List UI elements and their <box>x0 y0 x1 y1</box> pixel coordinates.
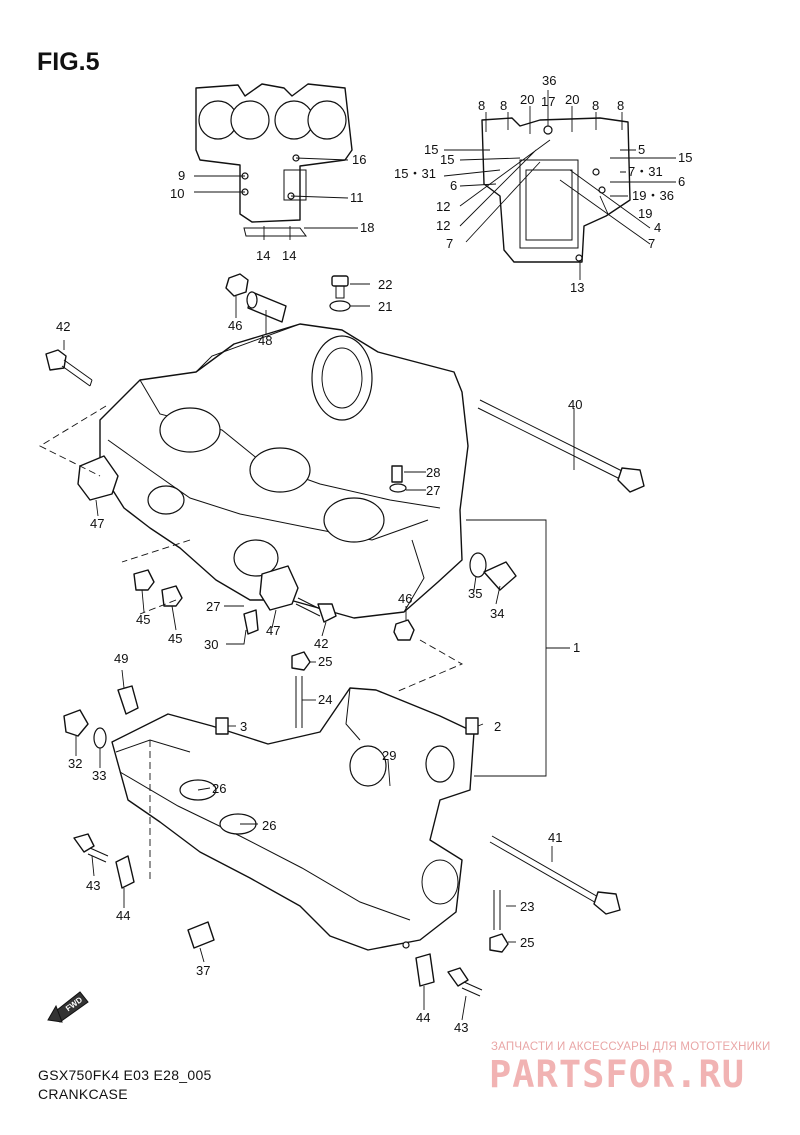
callout-c23: 23 <box>520 899 534 914</box>
callout-c8b: 8 <box>500 98 507 113</box>
callout-c8c: 8 <box>592 98 599 113</box>
callout-c47a: 47 <box>90 516 104 531</box>
callout-c6b: 6 <box>678 174 685 189</box>
callout-c27a: 27 <box>426 483 440 498</box>
callout-c48: 48 <box>258 333 272 348</box>
callout-c8a: 8 <box>478 98 485 113</box>
callout-c19-36: 19・36 <box>632 188 674 203</box>
callout-c47b: 47 <box>266 623 280 638</box>
callout-c7b: 7 <box>648 236 655 251</box>
callout-c25b: 25 <box>520 935 534 950</box>
callout-c29: 29 <box>382 748 396 763</box>
callout-c36: 36 <box>542 73 556 88</box>
model-code: GSX750FK4 E03 E28_005 <box>38 1067 212 1083</box>
callout-c20b: 20 <box>565 92 579 107</box>
upper-case-top-view <box>195 83 353 237</box>
callout-c7a: 7 <box>446 236 453 251</box>
callout-c45a: 45 <box>136 612 150 627</box>
callout-c14b: 14 <box>282 248 296 263</box>
callout-c12b: 12 <box>436 218 450 233</box>
callout-c26a: 26 <box>212 781 226 796</box>
callout-c27b: 27 <box>206 599 220 614</box>
callout-c44b: 44 <box>416 1010 430 1025</box>
lower-case-bottom-view <box>481 117 631 263</box>
callout-c11: 11 <box>350 190 364 205</box>
callout-c15c: 15 <box>678 150 692 165</box>
diagram-caption: CRANKCASE <box>38 1086 128 1102</box>
callout-c15-31: 15・31 <box>394 166 436 181</box>
callout-c32: 32 <box>68 756 82 771</box>
callout-c43a: 43 <box>86 878 100 893</box>
callout-labels: 36 8 8 20 17 20 8 8 15 5 15 15 15・31 7・3… <box>56 73 692 1035</box>
callout-c46a: 46 <box>228 318 242 333</box>
callout-c40: 40 <box>568 397 582 412</box>
callout-c41: 41 <box>548 830 562 845</box>
callout-c44a: 44 <box>116 908 130 923</box>
callout-c42a: 42 <box>56 319 70 334</box>
callout-c10: 10 <box>170 186 184 201</box>
callout-c25a: 25 <box>318 654 332 669</box>
callout-c1: 1 <box>573 640 580 655</box>
loose-parts <box>45 273 645 997</box>
callout-c4: 4 <box>654 220 661 235</box>
callout-c49: 49 <box>114 651 128 666</box>
callout-c17: 17 <box>541 94 555 109</box>
callout-c15b: 15 <box>440 152 454 167</box>
callout-c14a: 14 <box>256 248 270 263</box>
callout-c12a: 12 <box>436 199 450 214</box>
callout-c21: 21 <box>378 299 392 314</box>
callout-c45b: 45 <box>168 631 182 646</box>
callout-c35: 35 <box>468 586 482 601</box>
callout-c18: 18 <box>360 220 374 235</box>
callout-c2: 2 <box>494 719 501 734</box>
callout-c15a: 15 <box>424 142 438 157</box>
figure-title: FIG.5 <box>37 48 100 76</box>
callout-c33: 33 <box>92 768 106 783</box>
callout-c13: 13 <box>570 280 584 295</box>
callout-c46b: 46 <box>398 591 412 606</box>
callout-c22: 22 <box>378 277 392 292</box>
callout-c19: 19 <box>638 206 652 221</box>
callout-c3: 3 <box>240 719 247 734</box>
lower-crankcase <box>111 687 475 951</box>
watermark-tagline: ЗАПЧАСТИ И АКСЕССУАРЫ ДЛЯ МОТОТЕХНИКИ <box>491 1041 771 1053</box>
callout-c34: 34 <box>490 606 504 621</box>
callout-c7-31: 7・31 <box>628 164 663 179</box>
callout-c20a: 20 <box>520 92 534 107</box>
callout-c30: 30 <box>204 637 218 652</box>
callout-c9: 9 <box>178 168 185 183</box>
callout-c24: 24 <box>318 692 332 707</box>
callout-c43b: 43 <box>454 1020 468 1035</box>
callout-c28: 28 <box>426 465 440 480</box>
callout-c8d: 8 <box>617 98 624 113</box>
callout-c26b: 26 <box>262 818 276 833</box>
callout-c37: 37 <box>196 963 210 978</box>
callout-c6a: 6 <box>450 178 457 193</box>
callout-c16: 16 <box>352 152 366 167</box>
fwd-arrow-icon: FWD <box>47 991 89 1023</box>
callout-c42b: 42 <box>314 636 328 651</box>
callout-c5: 5 <box>638 142 645 157</box>
upper-crankcase <box>99 323 469 619</box>
leader-lines <box>39 90 676 1021</box>
watermark-logo: PARTSFOR.RU <box>489 1053 746 1096</box>
